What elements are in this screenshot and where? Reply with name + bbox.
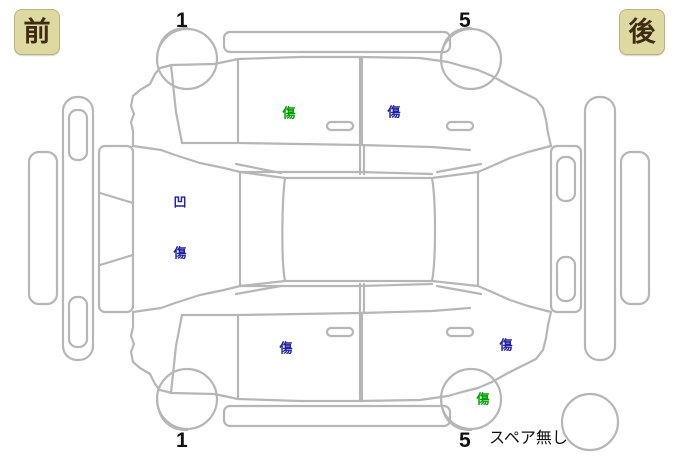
beltline-left [238,170,434,176]
badge-front: 前 [14,9,60,55]
damage-mark-scratch: 傷 [499,338,513,354]
wheel-rear-left [439,27,503,91]
damage-mark-scratch: 傷 [476,392,490,408]
front-cowl-line-upper [169,63,184,145]
beltline-right [238,282,434,288]
rocker-panel-right [222,404,452,428]
wheel-arch-rear-right [439,394,473,432]
rocker-panel-left [222,30,452,54]
rear-bumper-main-bar [583,95,617,362]
front-bumper-vent-top [67,108,89,162]
tire-rating-rear-left: 5 [459,9,471,32]
wheel-front-left [155,27,219,91]
damage-mark-scratch: 傷 [387,105,401,121]
hood-panel-right-edge [131,284,242,314]
door-handle-right-front [325,326,355,338]
front-bumper-main-bar [61,95,95,362]
hood-panel-left-edge [131,144,242,174]
tire-rating-front-right: 1 [176,429,188,452]
front-headlight-left-divider [98,191,135,205]
door-handle-left-rear [445,120,475,132]
wheel-arch-rear-left [439,26,473,64]
damage-mark-scratch: 傷 [279,341,293,357]
tire-rating-rear-right: 5 [459,429,471,452]
wheel-rear-right [439,367,503,431]
sill-line-left [180,141,472,152]
spare-tire-circle [560,392,620,452]
rear-taillight-housing [549,144,583,314]
wheel-arch-front-left [155,26,189,64]
pillar-a-right-inner [234,284,283,296]
damage-mark-scratch: 傷 [282,106,296,122]
tire-rating-front-left: 1 [176,9,188,32]
spare-tire-label: スペア無し [489,428,568,447]
front-bumper-outer-bar [27,150,59,306]
sill-line-right [180,306,472,317]
wheel-arch-front-right [155,394,189,432]
body-outline-right-side [129,310,553,403]
damage-mark-scratch: 傷 [173,246,187,262]
front-cowl-line-lower [169,313,184,395]
rear-taillight-lower [555,255,577,303]
trunk-panel-right-edge [476,284,553,314]
badge-rear: 後 [619,9,665,55]
rear-taillight-upper [555,155,577,203]
front-headlight-right-divider [98,253,135,267]
roof-panel [281,176,437,283]
front-bumper-vent-bottom [67,295,89,349]
pillar-c-right [430,279,480,288]
rear-bumper-outer-bar [619,150,651,306]
pillar-c-left-inner [435,162,483,174]
door-handle-left-front [325,120,355,132]
wheel-front-right [155,367,219,431]
door-handle-right-rear [445,326,475,338]
damage-mark-dent: 凹 [173,195,187,211]
pillar-c-right-inner [435,284,483,296]
pillar-c-left [430,170,480,180]
body-outline-left-side [129,55,553,148]
front-grille-panel [97,144,135,314]
trunk-panel-left-edge [476,144,553,174]
